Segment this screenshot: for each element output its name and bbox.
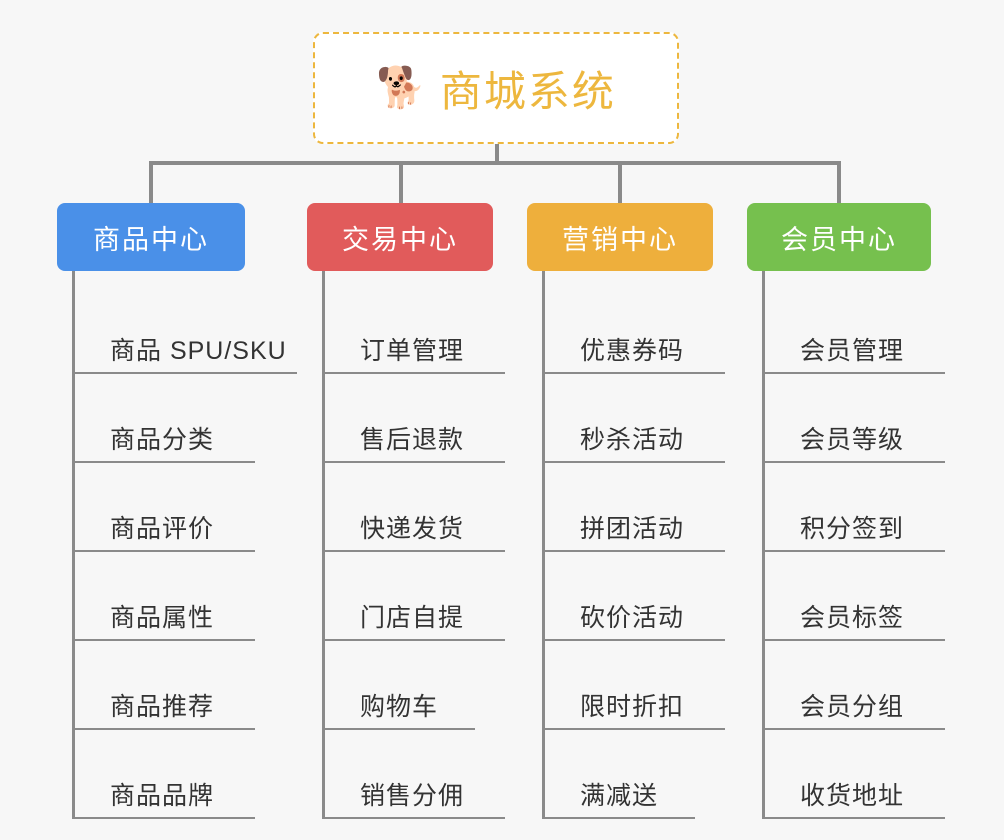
leaf-item-label: 满减送 xyxy=(580,782,659,810)
leaf-item-label: 会员标签 xyxy=(800,604,905,632)
leaf-item[interactable]: 收货地址 xyxy=(765,730,945,819)
leaf-item-label: 门店自提 xyxy=(360,604,465,632)
leaf-item[interactable]: 购物车 xyxy=(325,641,475,730)
leaf-item-label: 售后退款 xyxy=(360,426,465,454)
leaf-item[interactable]: 积分签到 xyxy=(765,463,945,552)
leaf-item-label: 商品 SPU/SKU xyxy=(110,337,287,365)
connector-drop-product-center xyxy=(149,161,153,205)
leaf-item[interactable]: 销售分佣 xyxy=(325,730,505,819)
leaf-list-product-center: 商品 SPU/SKU 商品分类商品评价商品属性商品推荐商品品牌 xyxy=(72,271,297,819)
category-title: 交易中心 xyxy=(342,224,458,255)
connector-root-stem xyxy=(495,144,499,163)
leaf-item[interactable]: 快递发货 xyxy=(325,463,505,552)
leaf-item[interactable]: 拼团活动 xyxy=(545,463,725,552)
leaf-item-label: 收货地址 xyxy=(800,782,905,810)
column-member-center: 会员中心会员管理会员等级积分签到会员标签会员分组收货地址 xyxy=(747,203,945,819)
leaf-list-trade-center: 订单管理售后退款快递发货门店自提购物车销售分佣 xyxy=(322,271,505,819)
leaf-item-label: 会员分组 xyxy=(800,693,905,721)
leaf-item[interactable]: 满减送 xyxy=(545,730,695,819)
root-node-mall-system[interactable]: 🐕 商城系统 xyxy=(313,32,679,144)
leaf-item[interactable]: 会员分组 xyxy=(765,641,945,730)
leaf-item[interactable]: 会员标签 xyxy=(765,552,945,641)
leaf-item-label: 订单管理 xyxy=(360,337,465,365)
leaf-item[interactable]: 商品推荐 xyxy=(75,641,255,730)
category-box-marketing-center[interactable]: 营销中心 xyxy=(527,203,713,271)
connector-horizontal-bus xyxy=(149,161,841,165)
leaf-item-label: 优惠券码 xyxy=(580,337,685,365)
category-title: 会员中心 xyxy=(781,224,897,255)
leaf-item-label: 商品推荐 xyxy=(110,693,215,721)
leaf-item[interactable]: 秒杀活动 xyxy=(545,374,725,463)
leaf-item[interactable]: 限时折扣 xyxy=(545,641,725,730)
leaf-item-label: 快递发货 xyxy=(360,515,465,543)
leaf-item-label: 商品属性 xyxy=(110,604,215,632)
leaf-item-label: 积分签到 xyxy=(800,515,905,543)
leaf-item-label: 会员管理 xyxy=(800,337,905,365)
column-marketing-center: 营销中心优惠券码秒杀活动拼团活动砍价活动限时折扣满减送 xyxy=(527,203,725,819)
connector-drop-member-center xyxy=(837,161,841,205)
root-node-title: 商城系统 xyxy=(439,67,616,115)
column-trade-center: 交易中心订单管理售后退款快递发货门店自提购物车销售分佣 xyxy=(307,203,505,819)
leaf-item-label: 限时折扣 xyxy=(580,693,685,721)
leaf-item[interactable]: 商品属性 xyxy=(75,552,255,641)
leaf-item[interactable]: 商品 SPU/SKU xyxy=(75,285,297,374)
category-box-trade-center[interactable]: 交易中心 xyxy=(307,203,493,271)
leaf-item-label: 秒杀活动 xyxy=(580,426,685,454)
leaf-item[interactable]: 商品评价 xyxy=(75,463,255,552)
leaf-list-member-center: 会员管理会员等级积分签到会员标签会员分组收货地址 xyxy=(762,271,945,819)
leaf-item[interactable]: 商品品牌 xyxy=(75,730,255,819)
leaf-item[interactable]: 门店自提 xyxy=(325,552,505,641)
leaf-item[interactable]: 售后退款 xyxy=(325,374,505,463)
leaf-item[interactable]: 砍价活动 xyxy=(545,552,725,641)
leaf-item[interactable]: 会员等级 xyxy=(765,374,945,463)
leaf-item[interactable]: 会员管理 xyxy=(765,285,945,374)
leaf-list-marketing-center: 优惠券码秒杀活动拼团活动砍价活动限时折扣满减送 xyxy=(542,271,725,819)
leaf-item-label: 拼团活动 xyxy=(580,515,685,543)
leaf-item-label: 购物车 xyxy=(360,693,439,721)
connector-drop-trade-center xyxy=(399,161,403,205)
shiba-dog-face-icon: 🐕 xyxy=(376,66,426,110)
leaf-item-label: 商品分类 xyxy=(110,426,215,454)
leaf-item-label: 会员等级 xyxy=(800,426,905,454)
leaf-item[interactable]: 商品分类 xyxy=(75,374,255,463)
leaf-item-label: 销售分佣 xyxy=(360,782,465,810)
category-box-product-center[interactable]: 商品中心 xyxy=(57,203,245,271)
column-product-center: 商品中心商品 SPU/SKU 商品分类商品评价商品属性商品推荐商品品牌 xyxy=(57,203,297,819)
connector-drop-marketing-center xyxy=(618,161,622,205)
leaf-item-label: 商品品牌 xyxy=(110,782,215,810)
leaf-item-label: 砍价活动 xyxy=(580,604,685,632)
category-title: 营销中心 xyxy=(562,224,678,255)
category-title: 商品中心 xyxy=(93,224,209,255)
leaf-item[interactable]: 优惠券码 xyxy=(545,285,725,374)
category-box-member-center[interactable]: 会员中心 xyxy=(747,203,931,271)
leaf-item-label: 商品评价 xyxy=(110,515,215,543)
leaf-item[interactable]: 订单管理 xyxy=(325,285,505,374)
